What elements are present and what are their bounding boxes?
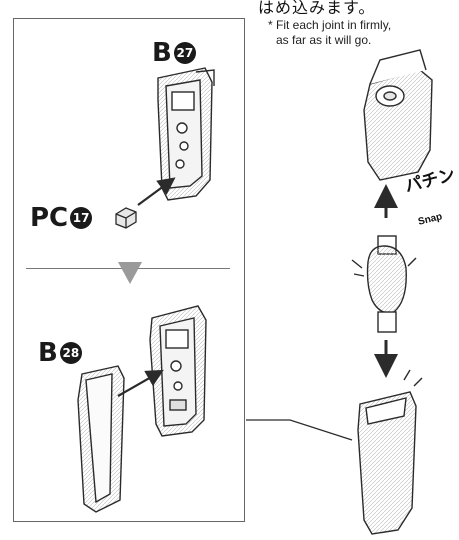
part-b27-assembled-illustration — [150, 306, 206, 436]
finished-part-bottom-illustration — [358, 392, 416, 534]
finished-part-top-illustration — [364, 50, 432, 180]
part-b27-illustration — [158, 68, 214, 200]
next-step-arrow — [118, 262, 142, 284]
part-pc17-illustration — [116, 208, 136, 228]
leader-line — [246, 420, 352, 440]
motion-ticks-bottom — [404, 370, 422, 386]
part-b28-illustration — [78, 366, 124, 512]
joint-part-illustration — [368, 236, 407, 332]
